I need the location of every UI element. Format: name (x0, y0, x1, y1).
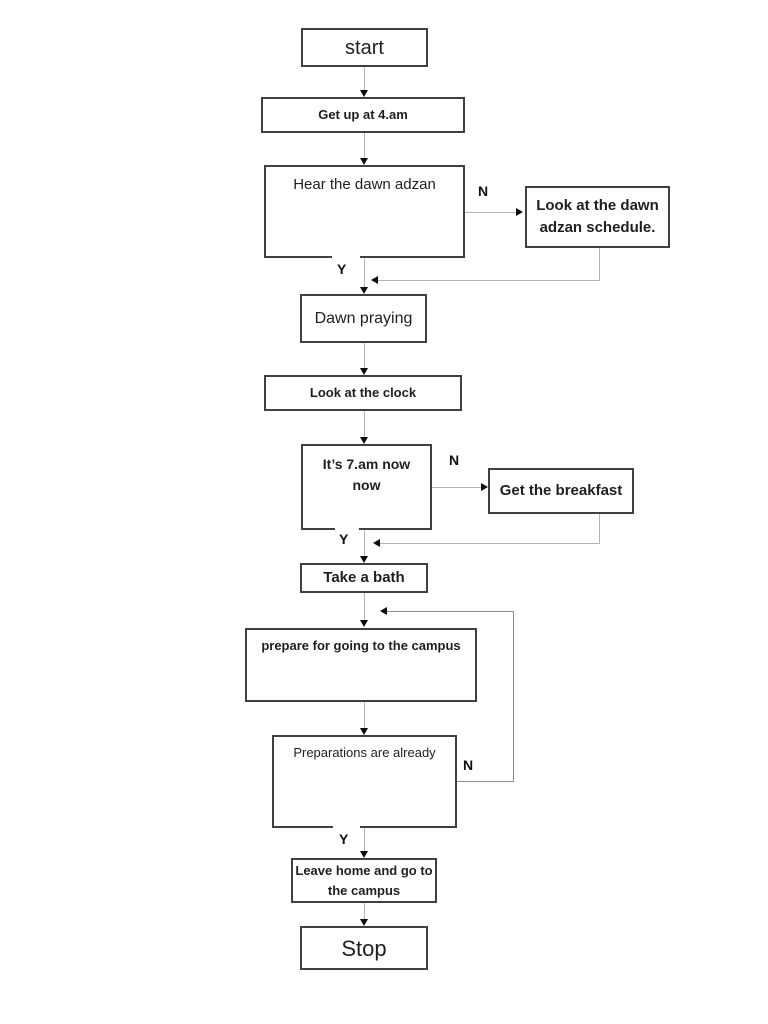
node-adzan-schedule: Look at the dawn adzan schedule. (525, 186, 670, 248)
connector-clock-to-7am (364, 411, 365, 439)
arrowhead-left-icon (380, 607, 387, 615)
node-its-7am-label: It’s 7.am now now (322, 456, 411, 493)
arrowhead-right-icon (516, 208, 523, 216)
arrowhead-down-icon (360, 90, 368, 97)
node-hear-adzan: Hear the dawn adzan (264, 165, 465, 258)
connector-bath-to-prepare (364, 593, 365, 622)
border-gap (335, 526, 359, 531)
node-preparations-label: Preparations are already (293, 745, 436, 760)
node-leave-home: Leave home and go to the campus (291, 858, 437, 903)
connector-prepare-to-preparations (364, 702, 365, 731)
connector-preparations-no (457, 781, 514, 782)
connector-schedule-return (378, 280, 600, 281)
connector-praying-to-clock (364, 343, 365, 370)
node-leave-home-label: Leave home and go to the campus (295, 863, 433, 898)
connector-hear-no (465, 212, 517, 213)
node-dawn-praying: Dawn praying (300, 294, 427, 343)
arrowhead-down-icon (360, 437, 368, 444)
node-prepare: prepare for going to the campus (245, 628, 477, 702)
connector-hear-to-praying (364, 258, 365, 288)
border-gap (332, 254, 360, 259)
branch-label-prep-yes: Y (339, 831, 349, 847)
node-start-label: start (345, 36, 384, 59)
node-preparations: Preparations are already (272, 735, 457, 828)
border-gap (333, 824, 360, 829)
arrowhead-down-icon (360, 158, 368, 165)
arrowhead-left-icon (373, 539, 380, 547)
node-stop-label: Stop (341, 935, 387, 961)
arrowhead-down-icon (360, 368, 368, 375)
connector-schedule-down (599, 248, 600, 280)
connector-breakfast-return (380, 543, 600, 544)
connector-7am-no (432, 487, 483, 488)
connector-preparations-to-leave (364, 828, 365, 854)
arrowhead-down-icon (360, 728, 368, 735)
connector-loop-return (387, 611, 514, 612)
branch-label-prep-no: N (463, 757, 474, 773)
node-hear-adzan-label: Hear the dawn adzan (293, 176, 436, 193)
connector-breakfast-down (599, 514, 600, 544)
arrowhead-down-icon (360, 919, 368, 926)
connector-loop-up (513, 611, 514, 782)
branch-label-time-no: N (449, 452, 460, 468)
connector-start-to-getup (364, 67, 365, 92)
node-look-clock-label: Look at the clock (309, 385, 417, 401)
connector-getup-to-hear (364, 133, 365, 160)
node-dawn-praying-label: Dawn praying (314, 309, 413, 327)
node-adzan-schedule-label: Look at the dawn adzan schedule. (536, 196, 659, 237)
arrowhead-down-icon (360, 287, 368, 294)
node-take-bath: Take a bath (300, 563, 428, 593)
arrowhead-down-icon (360, 620, 368, 627)
node-stop: Stop (300, 926, 428, 970)
node-look-clock: Look at the clock (264, 375, 462, 411)
arrowhead-left-icon (371, 276, 378, 284)
node-breakfast-label: Get the breakfast (499, 481, 623, 499)
node-get-up: Get up at 4.am (261, 97, 465, 133)
branch-label-hear-no: N (478, 183, 489, 199)
branch-label-hear-yes: Y (337, 261, 347, 277)
node-prepare-label: prepare for going to the campus (261, 638, 461, 653)
node-get-up-label: Get up at 4.am (318, 107, 408, 123)
node-start: start (301, 28, 428, 67)
arrowhead-down-icon (360, 556, 368, 563)
node-take-bath-label: Take a bath (323, 568, 405, 586)
connector-leave-to-stop (364, 903, 365, 921)
branch-label-time-yes: Y (339, 531, 349, 547)
node-its-7am: It’s 7.am now now (301, 444, 432, 530)
node-breakfast: Get the breakfast (488, 468, 634, 514)
connector-7am-to-bath (364, 530, 365, 557)
arrowhead-right-icon (481, 483, 488, 491)
arrowhead-down-icon (360, 851, 368, 858)
